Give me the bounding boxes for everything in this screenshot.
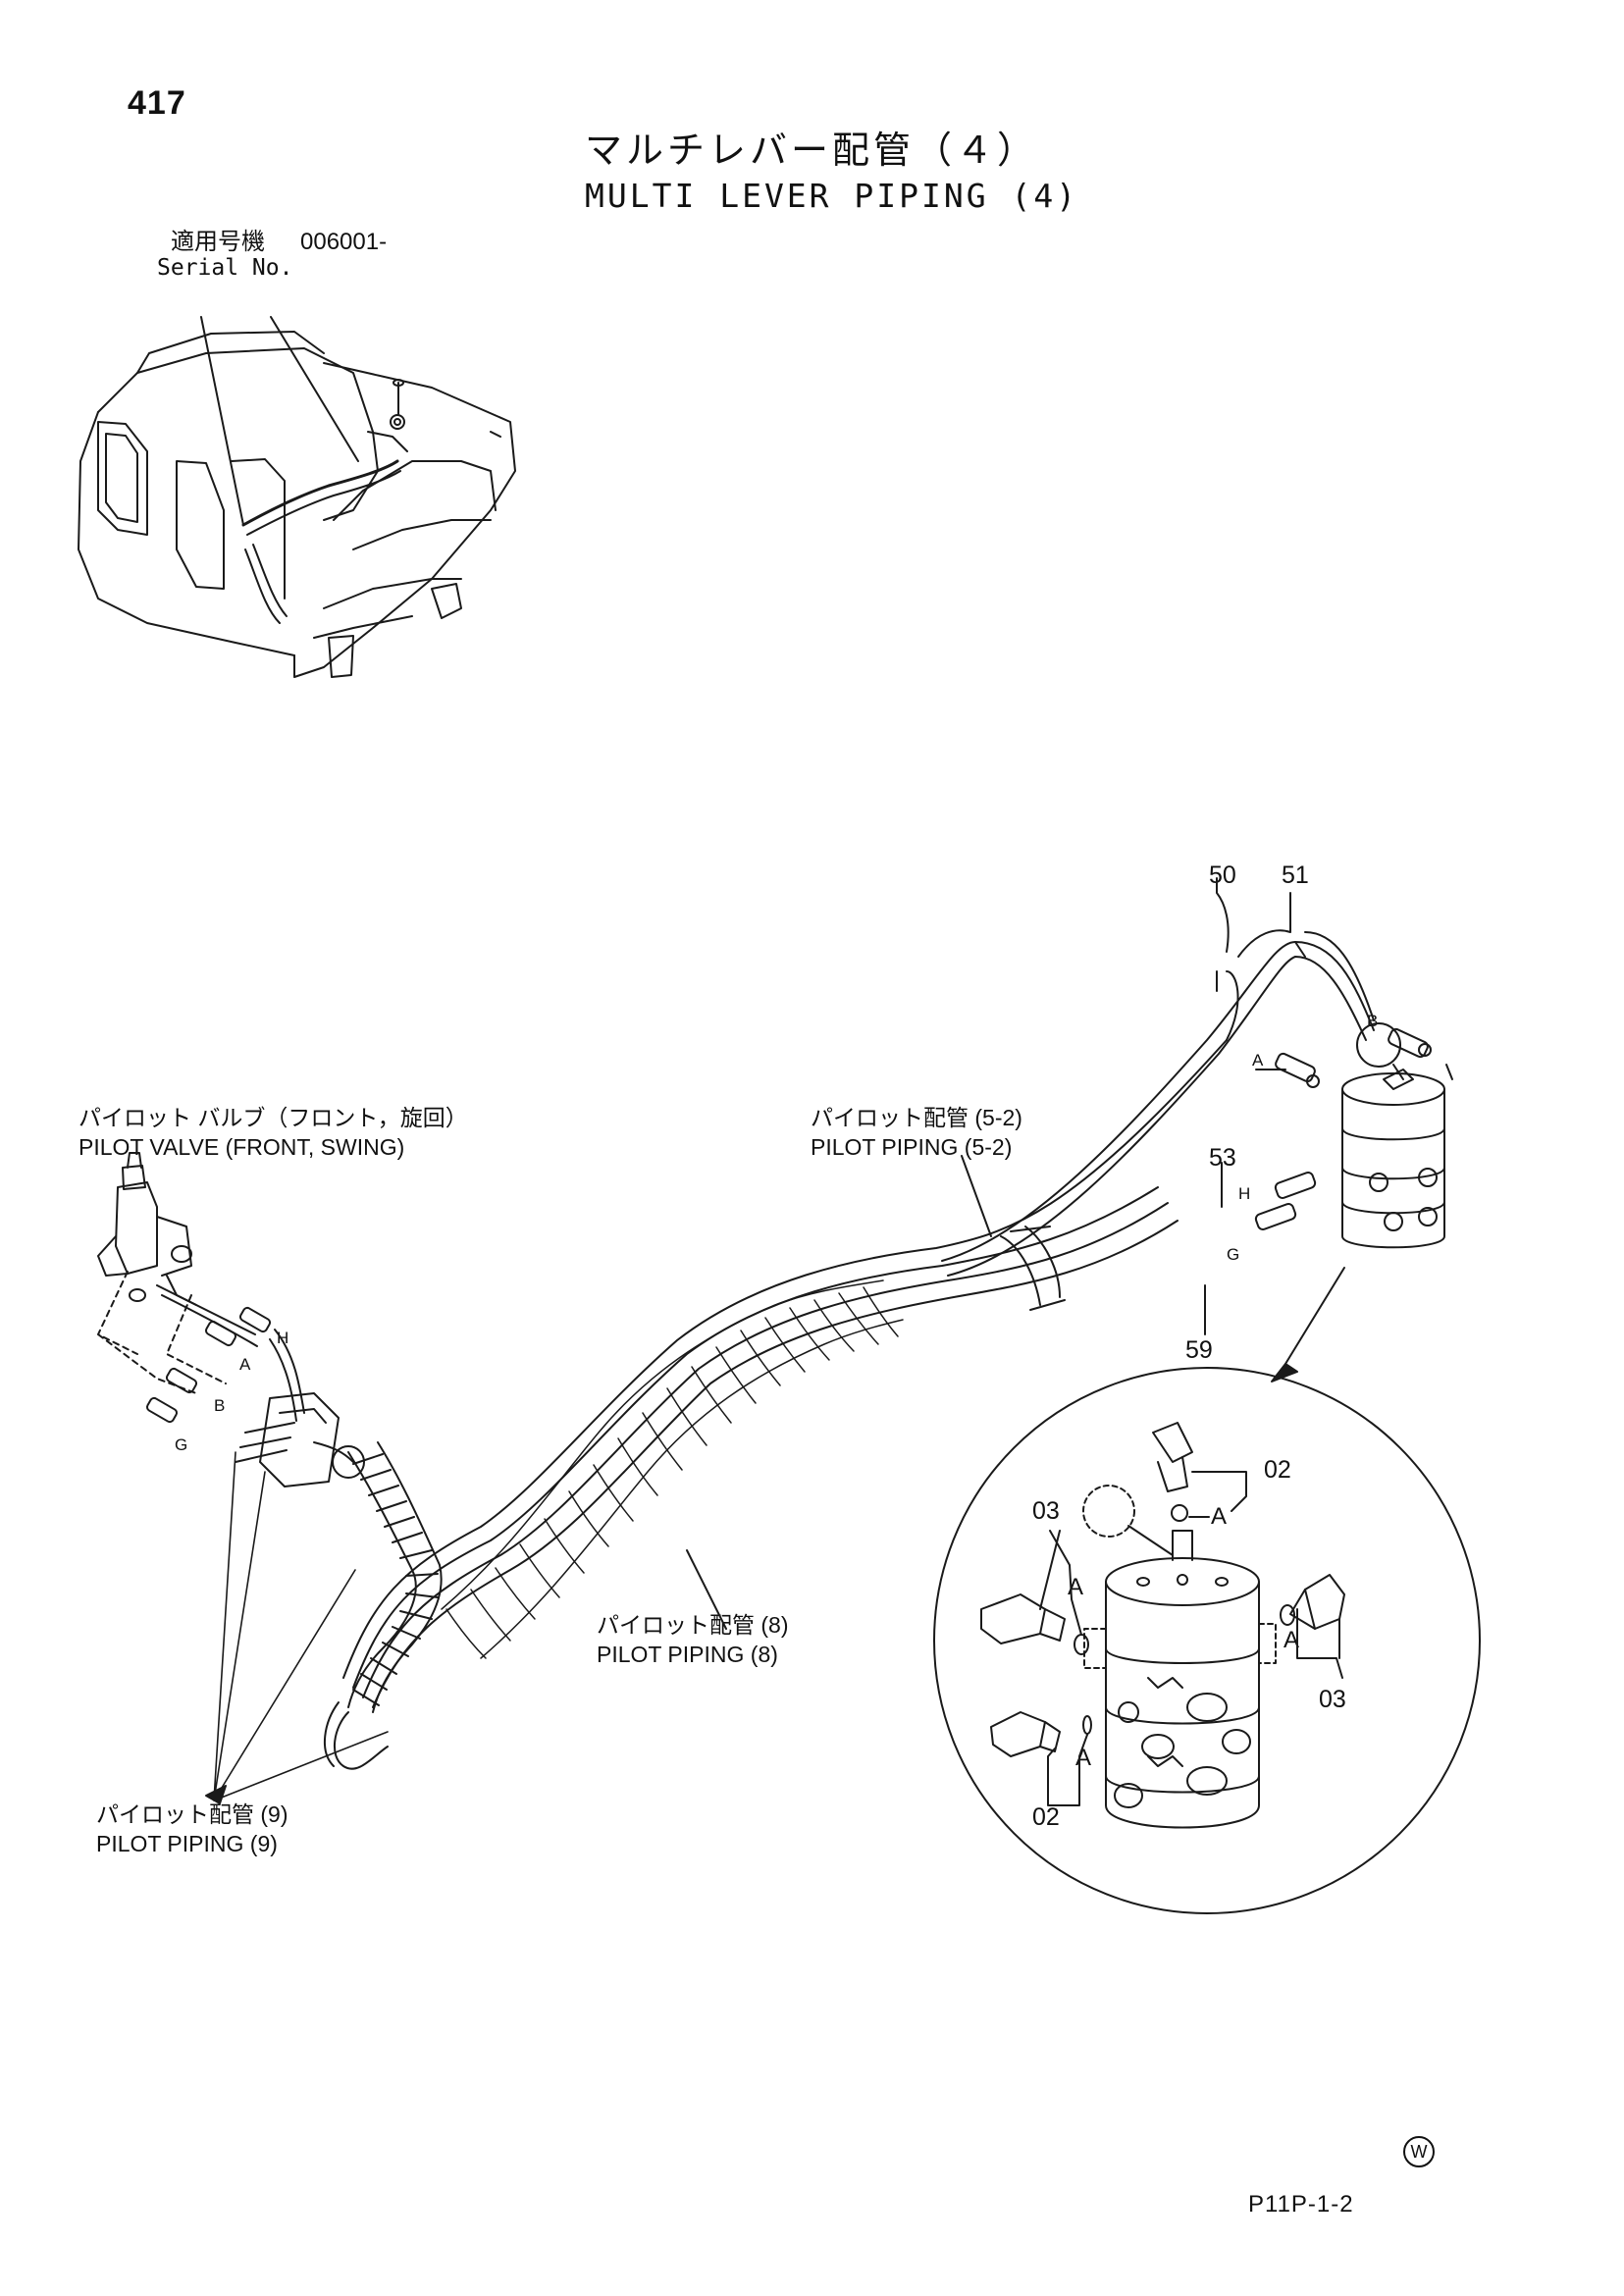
part-number-03-left: 03 [1032, 1497, 1060, 1525]
callout-pilot-piping-5-2-en: PILOT PIPING (5-2) [811, 1134, 1013, 1160]
page-number: 417 [128, 84, 186, 122]
callout-pilot-piping-8-jp: パイロット配管 (8) [597, 1612, 789, 1638]
port-letter-a-detail-3: A [1283, 1627, 1300, 1653]
serial-label-japanese: 適用号機 [171, 229, 265, 255]
port-letter-a-detail-1: A [1211, 1503, 1228, 1530]
port-letter-b-left: B [214, 1396, 226, 1415]
part-number-02-bottom: 02 [1032, 1803, 1060, 1831]
drawing-code: P11P-1-2 [1248, 2191, 1354, 2218]
hose-bundle [325, 942, 1374, 1769]
serial-label-english: Serial No. [157, 255, 293, 281]
part-number-51: 51 [1282, 861, 1309, 889]
leader-lines [206, 1156, 991, 1803]
part-number-59: 59 [1185, 1336, 1213, 1364]
port-letter-g-left: G [175, 1435, 188, 1454]
w-mark-icon: W [1403, 2136, 1435, 2167]
part-number-02-top: 02 [1264, 1456, 1291, 1484]
port-letter-h-left: H [277, 1329, 289, 1347]
callout-pilot-piping-9-en: PILOT PIPING (9) [96, 1831, 278, 1856]
port-letter-g-right: G [1227, 1245, 1240, 1264]
port-letter-b-right: B [1367, 1012, 1379, 1030]
callout-pilot-valve-jp: パイロット バルブ（フロント，旋回） [79, 1105, 468, 1130]
port-letter-a-left: A [239, 1355, 251, 1374]
port-letter-h-right: H [1238, 1184, 1251, 1203]
detail-circle [934, 1268, 1480, 1913]
title-english: MULTI LEVER PIPING (4) [585, 177, 1079, 215]
serial-number-value: 006001- [300, 229, 388, 255]
pilot-valve-left [98, 1153, 364, 1487]
callout-pilot-piping-5-2-jp: パイロット配管 (5-2) [811, 1105, 1022, 1130]
title-japanese: マルチレバー配管（４） [585, 130, 1039, 172]
part-number-03-right: 03 [1319, 1686, 1346, 1713]
excavator-locator-view [79, 317, 515, 677]
port-letter-a-right: A [1252, 1051, 1264, 1070]
callout-pilot-piping-9-jp: パイロット配管 (9) [96, 1801, 288, 1827]
callout-pilot-piping-8-en: PILOT PIPING (8) [597, 1642, 778, 1667]
pilot-valve-right [1205, 878, 1452, 1334]
callout-pilot-valve-en: PILOT VALVE (FRONT, SWING) [79, 1134, 405, 1160]
part-number-50: 50 [1209, 861, 1236, 889]
